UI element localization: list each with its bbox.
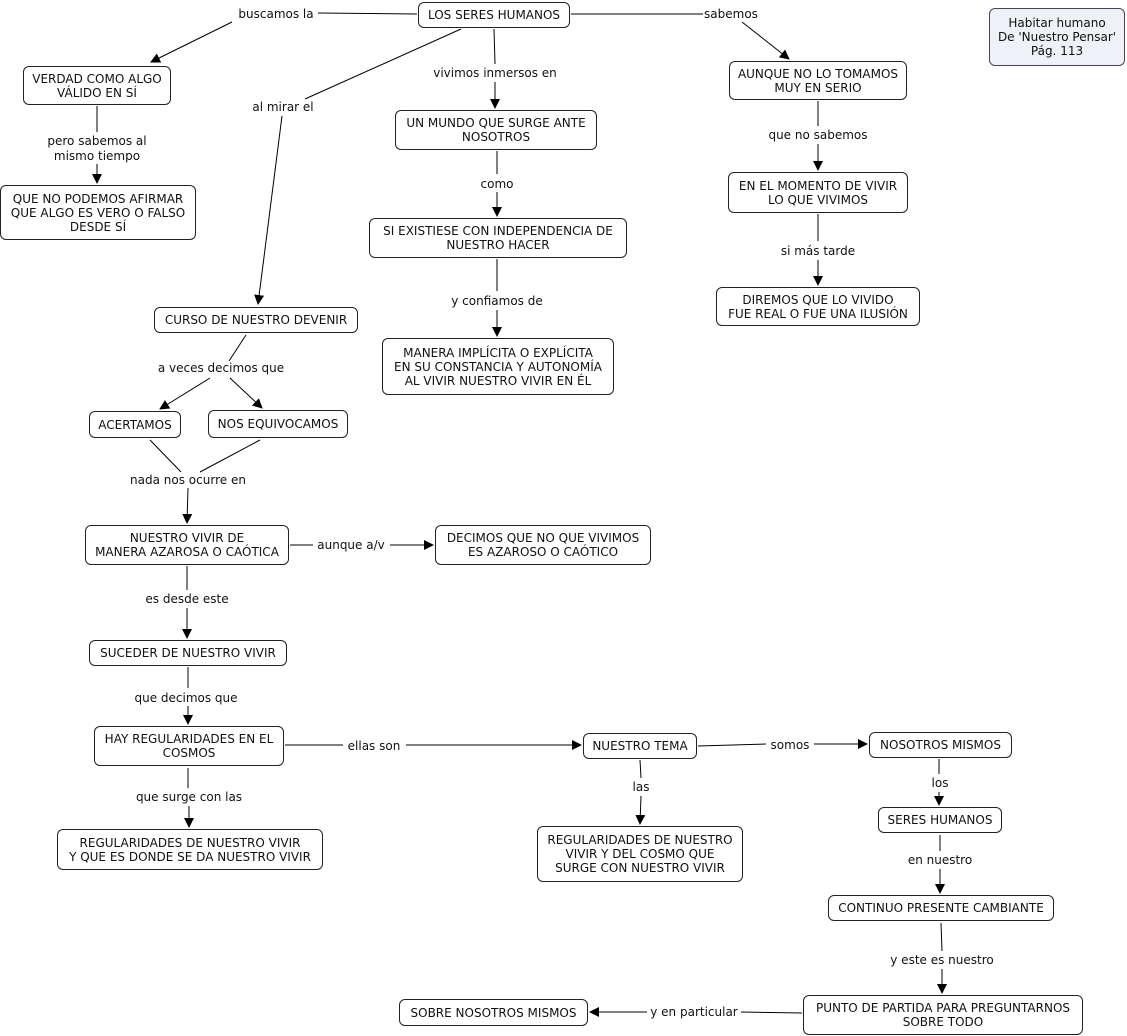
- edge-line: [317, 12, 418, 15]
- edge-line: [149, 439, 182, 473]
- concept-seres-humanos[interactable]: LOS SERES HUMANOS: [418, 2, 570, 28]
- link-label-como: como: [481, 177, 514, 191]
- source-note: Habitar humano De 'Nuestro Pensar' Pág. …: [989, 8, 1125, 66]
- link-label-somos: somos: [771, 738, 810, 752]
- concept-no-podemos-afirmar[interactable]: QUE NO PODEMOS AFIRMAR QUE ALGO ES VERO …: [0, 185, 196, 240]
- concept-sobre-nosotros[interactable]: SOBRE NOSOTROS MISMOS: [399, 999, 588, 1026]
- concept-nuestro-tema[interactable]: NUESTRO TEMA: [583, 733, 697, 759]
- concept-decimos[interactable]: DECIMOS QUE NO QUE VIVIMOS ES AZAROSO O …: [435, 525, 651, 565]
- concept-diremos[interactable]: DIREMOS QUE LO VIVIDO FUE REAL O FUE UNA…: [716, 287, 920, 326]
- link-label-nosabemos: que no sabemos: [768, 128, 867, 142]
- link-label-buscamos: buscamos la: [238, 7, 313, 21]
- link-label-quedecimos: que decimos que: [134, 691, 237, 705]
- concept-curso[interactable]: CURSO DE NUESTRO DEVENIR: [154, 307, 358, 333]
- link-label-mirar: al mirar el: [252, 100, 313, 114]
- link-label-aunqueav: aunque a/v: [317, 538, 384, 552]
- concept-momento[interactable]: EN EL MOMENTO DE VIVIR LO QUE VIVIMOS: [728, 172, 908, 213]
- edge-line: [254, 115, 283, 305]
- edge-line: [639, 759, 642, 779]
- concept-nuestro-vivir[interactable]: NUESTRO VIVIR DE MANERA AZAROSA O CAÓTIC…: [85, 525, 289, 565]
- edge-line: [159, 377, 211, 410]
- edge-line: [182, 487, 193, 524]
- link-label-tarde: si más tarde: [781, 244, 855, 258]
- concept-continuo-presente[interactable]: CONTINUO PRESENTE CAMBIANTE: [828, 895, 1054, 921]
- link-label-nada: nada nos ocurre en: [130, 473, 246, 487]
- concept-punto-de-partida[interactable]: PUNTO DE PARTIDA PARA PREGUNTARNOS SOBRE…: [803, 995, 1083, 1035]
- link-label-aveces: a veces decimos que: [158, 361, 284, 375]
- edge-line: [697, 743, 767, 747]
- edge-line: [150, 21, 233, 63]
- link-label-surge: que surge con las: [136, 790, 242, 804]
- link-label-pero-2: mismo tiempo: [54, 149, 140, 163]
- edge-line: [493, 28, 496, 65]
- concept-hay-regularidades[interactable]: HAY REGULARIDADES EN EL COSMOS: [94, 726, 284, 766]
- edge-line: [635, 795, 646, 825]
- concept-manera[interactable]: MANERA IMPLÍCITA O EXPLÍCITA EN SU CONST…: [382, 338, 614, 395]
- link-label-desde: es desde este: [145, 592, 228, 606]
- link-label-las: las: [633, 780, 650, 794]
- edge-line: [228, 334, 247, 362]
- concept-existiese[interactable]: SI EXISTIESE CON INDEPENDENCIA DE NUESTR…: [369, 218, 627, 258]
- link-label-yeste: y este es nuestro: [890, 953, 993, 967]
- link-label-ellas: ellas son: [348, 739, 401, 753]
- link-label-pero-1: pero sabemos al: [47, 134, 146, 148]
- concept-verdad[interactable]: VERDAD COMO ALGO VÁLIDO EN SÍ: [23, 66, 171, 105]
- link-label-los: los: [932, 776, 949, 790]
- edge-line: [940, 922, 943, 952]
- concept-suceder[interactable]: SUCEDER DE NUESTRO VIVIR: [89, 640, 287, 666]
- concept-equivocamos[interactable]: NOS EQUIVOCAMOS: [208, 410, 348, 438]
- link-label-ennuestro: en nuestro: [908, 853, 972, 867]
- link-label-inmersos: vivimos inmersos en: [433, 66, 557, 80]
- concept-seres-humanos-2[interactable]: SERES HUMANOS: [878, 807, 1002, 833]
- concept-nosotros-mismos[interactable]: NOSOTROS MISMOS: [869, 732, 1012, 758]
- link-label-sabemos: sabemos: [704, 7, 758, 21]
- edge-line: [304, 28, 462, 100]
- edge-line: [740, 1011, 803, 1014]
- edge-line: [199, 439, 261, 473]
- edge-line: [741, 21, 790, 60]
- edge-line: [229, 377, 263, 409]
- concept-regularidades-cosmo[interactable]: REGULARIDADES DE NUESTRO VIVIR Y DEL COS…: [537, 826, 743, 882]
- concept-mundo[interactable]: UN MUNDO QUE SURGE ANTE NOSOTROS: [395, 110, 597, 150]
- concept-acertamos[interactable]: ACERTAMOS: [89, 411, 181, 438]
- concept-aunque[interactable]: AUNQUE NO LO TOMAMOS MUY EN SERIO: [729, 61, 907, 100]
- link-label-particular: y en particular: [650, 1005, 738, 1019]
- link-label-confiamos: y confiamos de: [451, 294, 542, 308]
- concept-regularidades-vivir[interactable]: REGULARIDADES DE NUESTRO VIVIR Y QUE ES …: [57, 829, 323, 870]
